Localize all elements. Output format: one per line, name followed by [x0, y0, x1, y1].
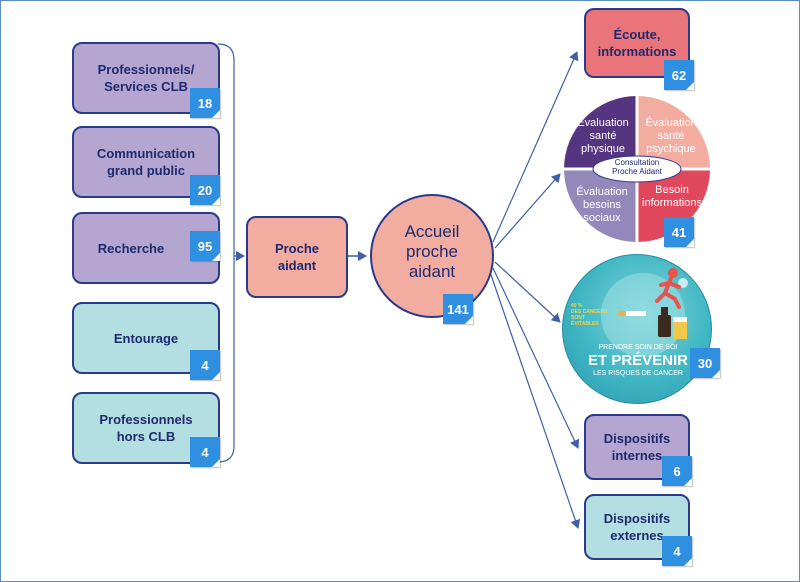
count-badge: 141: [443, 294, 473, 324]
arrow-to-ecoute: [492, 51, 579, 243]
count-badge: 30: [690, 348, 720, 378]
ecoute-label: informations: [597, 44, 677, 59]
bottle-icon: [658, 307, 671, 337]
accueil-line: aidant: [408, 262, 456, 281]
prevention-line: ET PRÉVENIR: [587, 352, 689, 369]
proche-label: aidant: [277, 258, 317, 273]
source-label: Services CLB: [104, 79, 188, 94]
source-label: grand public: [106, 163, 185, 178]
prevention-line: LES RISQUES DE CANCER: [593, 370, 683, 377]
center-line: Consultation: [614, 158, 660, 167]
source-label: Professionnels: [99, 412, 193, 427]
q-line: santé: [589, 130, 617, 142]
count-badge: 62: [664, 60, 694, 90]
prevention-line: PRENDRE SOIN DE SOI: [598, 344, 678, 351]
arrow-to-externes: [489, 271, 581, 529]
proche-label: Proche: [274, 241, 320, 256]
prevention-title: PRENDRE SOIN DE SOI ET PRÉVENIR LES RISQ…: [563, 343, 711, 378]
accueil-line: proche: [406, 242, 458, 261]
consultation-center-label: Consultation Proche Aidant: [597, 158, 677, 176]
source-label: hors CLB: [116, 429, 176, 444]
arrow-to-consultation: [494, 173, 561, 249]
source-label: Entourage: [113, 330, 179, 346]
q-line: informations: [642, 197, 702, 209]
consultation-circle: [564, 96, 710, 242]
count-badge: 4: [662, 536, 692, 566]
q-line: Évaluation: [645, 117, 697, 129]
quadrant-sociaux: [564, 169, 637, 242]
consultation-center: [592, 155, 682, 183]
internes-label: Dispositifs: [603, 431, 671, 446]
q-line: sociaux: [583, 212, 621, 224]
arrow-to-prevention: [494, 261, 561, 323]
count-badge: 6: [662, 456, 692, 486]
cigarette-icon: [618, 311, 646, 316]
count-badge: 95: [190, 231, 220, 261]
runner-icon: [655, 268, 681, 309]
prevention-illustration: [601, 268, 688, 357]
small-line: DES CANCERS: [571, 309, 608, 315]
q-line: besoins: [583, 199, 621, 211]
small-line: SONT: [571, 315, 585, 321]
q-line: Évaluation: [576, 186, 628, 198]
source-label: Professionnels/: [97, 62, 195, 77]
small-line: ÉVITABLES: [571, 321, 599, 327]
q-line: psychique: [646, 143, 696, 155]
arrow-to-internes: [492, 267, 580, 449]
source-communication: Communication grand public: [72, 126, 220, 198]
proche-aidant-box: Proche aidant: [246, 216, 348, 298]
prevention-poster: 40 % DES CANCERS SONT ÉVITABLES PRENDRE …: [562, 254, 712, 404]
quadrant-physique-label: Évaluation santé physique: [572, 117, 634, 156]
center-line: Proche Aidant: [612, 167, 662, 176]
quadrant-physique: [564, 96, 637, 169]
beer-icon: [673, 317, 687, 339]
externes-label: Dispositifs: [603, 511, 671, 526]
ecoute-label: Écoute,: [613, 27, 661, 42]
count-badge: 18: [190, 88, 220, 118]
q-line: Besoin: [655, 184, 689, 196]
accueil-label: Accueil proche aidant: [384, 222, 480, 282]
accueil-circle: [370, 194, 494, 318]
quadrant-psychique: [637, 96, 710, 169]
count-badge: 4: [190, 437, 220, 467]
prevention-small-text: 40 % DES CANCERS SONT ÉVITABLES: [571, 303, 615, 327]
quadrant-sociaux-label: Évaluation besoins sociaux: [569, 186, 635, 225]
quadrant-informations: [637, 169, 710, 242]
externes-label: externes: [610, 528, 664, 543]
q-line: physique: [580, 143, 626, 155]
count-badge: 20: [190, 175, 220, 205]
source-bracket: [217, 43, 235, 463]
internes-label: internes: [611, 448, 663, 463]
source-label: Communication: [96, 146, 196, 161]
accueil-line: Accueil: [404, 222, 460, 241]
quadrant-informations-label: Besoin informations: [636, 184, 708, 210]
source-label: Recherche: [97, 240, 165, 256]
count-badge: 4: [190, 350, 220, 380]
q-line: Évaluation: [577, 117, 629, 129]
small-line: 40 %: [571, 303, 583, 309]
count-badge: 41: [664, 217, 694, 247]
quadrant-psychique-label: Évaluation santé psychique: [640, 117, 702, 156]
q-line: santé: [657, 130, 685, 142]
